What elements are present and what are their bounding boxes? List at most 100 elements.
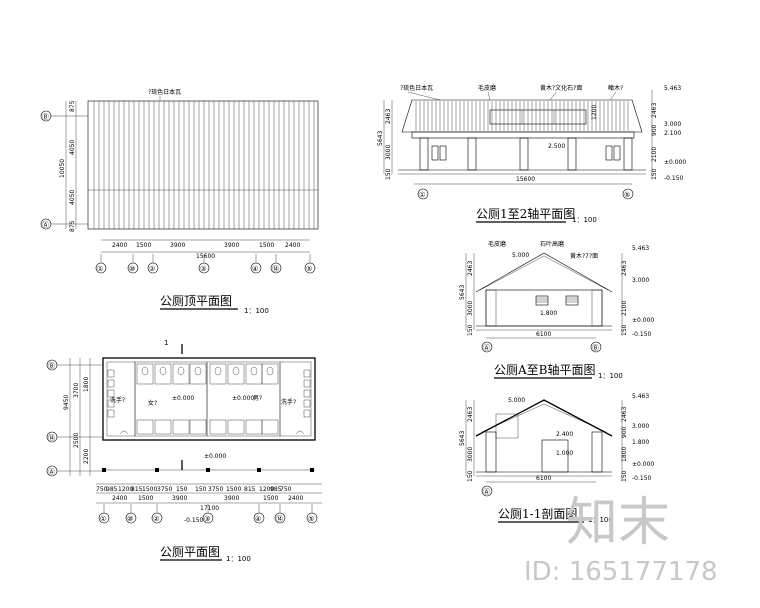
elevab-sill: 1.800 [540,310,557,317]
floor-axis-dim: 1500 [263,495,278,502]
section-rdim-4: 150 [621,470,628,482]
section-axis-a: Ⓐ [483,488,490,496]
roof-axis-label: ① [97,265,103,273]
roof-axis-a: Ⓐ [42,221,49,229]
floor-dim-left-1: 9450 [63,395,70,410]
roof-dim-5: 1500 [259,242,274,249]
toilet-stall [172,363,190,385]
room-female: 女? [148,399,157,407]
elevation-1-2: ?琉色日本瓦 毛皮磨 黄木?文化石?面 鳍木? 1200 2.500 2463 … [377,84,686,224]
wash-basins [107,369,311,418]
floor-detail-dim: 150 [176,486,188,493]
roof-note: ?琉色日本瓦 [148,88,181,96]
floor-axis-label: ④ [255,515,261,523]
watermark-logo: 知末 [566,493,670,553]
floor-detail-dim: 1200 [259,486,274,493]
section-mark: 1 [164,339,168,347]
floor-axis-dim: 3900 [224,495,239,502]
elevab-rdim-2: 2100 [621,301,628,316]
floor-dim-left-2: 3700 [73,383,80,398]
floor-axis-bubble [274,512,286,524]
elevab-note-1: 毛皮磨 [488,240,506,248]
floor-detail-dim: 815 [244,486,256,493]
toilet-fixture [141,366,149,376]
wash-basin [107,369,115,378]
section-level-2: 3.000 [632,423,649,430]
section-scale: 1：100 [588,516,613,524]
floor-dim-left-5: 1800 [83,377,90,392]
floor-detail-dim: 750 [280,486,292,493]
floor-detail-dim: 985 [106,486,118,493]
section-title: 公厕1-1剖面图 [498,507,577,521]
roof-axis-bubble [304,262,316,274]
elevab-vent-right [565,295,579,306]
elev12-canopy [411,131,635,139]
elev12-column [419,137,429,171]
roof-plan-scale: 1：100 [244,307,269,315]
elevab-ldim-4: 150 [467,324,474,336]
section-axis-a-bubble [481,485,493,497]
toilet-fixture [194,366,202,376]
elevation-a-b: 毛皮磨 石叶高磨 黄木?7?面 5.000 1.800 6100 2463 56… [459,240,654,380]
urinal-bay [209,419,227,435]
elevab-ldim-3: 3000 [467,301,474,316]
roof-plan: ?琉色日本瓦 875 4050 4050 875 10050 Ⓑ Ⓐ 2400 … [40,88,319,315]
section-ldim-1: 2463 [467,407,474,422]
roof-axis-label: ⑩ [129,265,135,273]
toilet-fixture [232,366,240,376]
section-1-1: 5.000 2.400 1.000 6100 2463 5643 3000 15… [459,393,654,524]
roof-plan-title: 公厕顶平面图 [160,294,232,308]
section-ridge: 5.000 [508,397,525,404]
elev12-roof-tiles [415,101,629,131]
floor-axis-dim: 2400 [112,495,127,502]
elev12-rdim-3: 2100 [651,147,658,162]
roof-axis-label: ⑤ [306,265,312,273]
toilet-fixture [266,366,274,376]
elev12-axis-1: ① [419,191,425,199]
wash-basin [107,379,115,388]
floor-axis-dim: 1500 [138,495,153,502]
elevab-axis-a-bubble [481,341,493,353]
urinal-bay [154,419,172,435]
elevab-rdim-1: 2463 [621,261,628,276]
floor-plan-title: 公厕平面图 [160,545,220,559]
floor-dim-total: 17100 [200,505,219,512]
toilet-stall [136,363,154,385]
section-wall-left [485,431,497,473]
section-ldim-2: 5643 [459,431,466,446]
floor-detail-dim: 1500 [226,486,241,493]
floor-plan: 1 洗手? 女? 男? 洗手? ±0.000 ±0.000 ±0.000 945… [46,339,322,563]
floor-detail-dim: 815 [131,486,143,493]
urinal-bay [261,419,279,435]
floor-axis-bubble [202,512,214,524]
toilet-fixture [250,366,258,376]
elev12-scale: 1：100 [572,216,597,224]
section-inner-1: 2.400 [556,431,573,438]
floor-axis-label: ② [153,515,159,523]
elevab-axis-a: Ⓐ [483,344,490,352]
floor-axis-label: ③ [204,515,210,523]
elev12-level-3: 2.100 [664,130,681,137]
wash-basin [303,389,311,398]
roof-axis-label: ⑭ [272,265,279,273]
elevab-note-2: 石叶高磨 [540,240,564,248]
urinal-bay [189,419,207,435]
toilet-stall [209,363,227,385]
elev12-level-1: 5.463 [664,85,681,92]
toilet-fixture [177,366,185,376]
toilet-stall [189,363,207,385]
elevab-total: 6100 [536,331,551,338]
roof-outline [87,100,319,230]
elev12-level-4: ±0.000 [664,159,686,166]
section-level-5: -0.150 [632,475,652,482]
elev12-rdim-2: 900 [651,124,658,136]
floor-detail-dim: 1200 [118,486,133,493]
elev12-level-2: 3.000 [664,121,681,128]
elevab-level-2: 3.000 [632,277,649,284]
toilet-stall [154,363,172,385]
floor-axis-bubble [98,512,110,524]
elevab-axis-b: Ⓑ [592,344,599,352]
elevab-title: 公厕A至B轴平面图 [494,362,596,377]
